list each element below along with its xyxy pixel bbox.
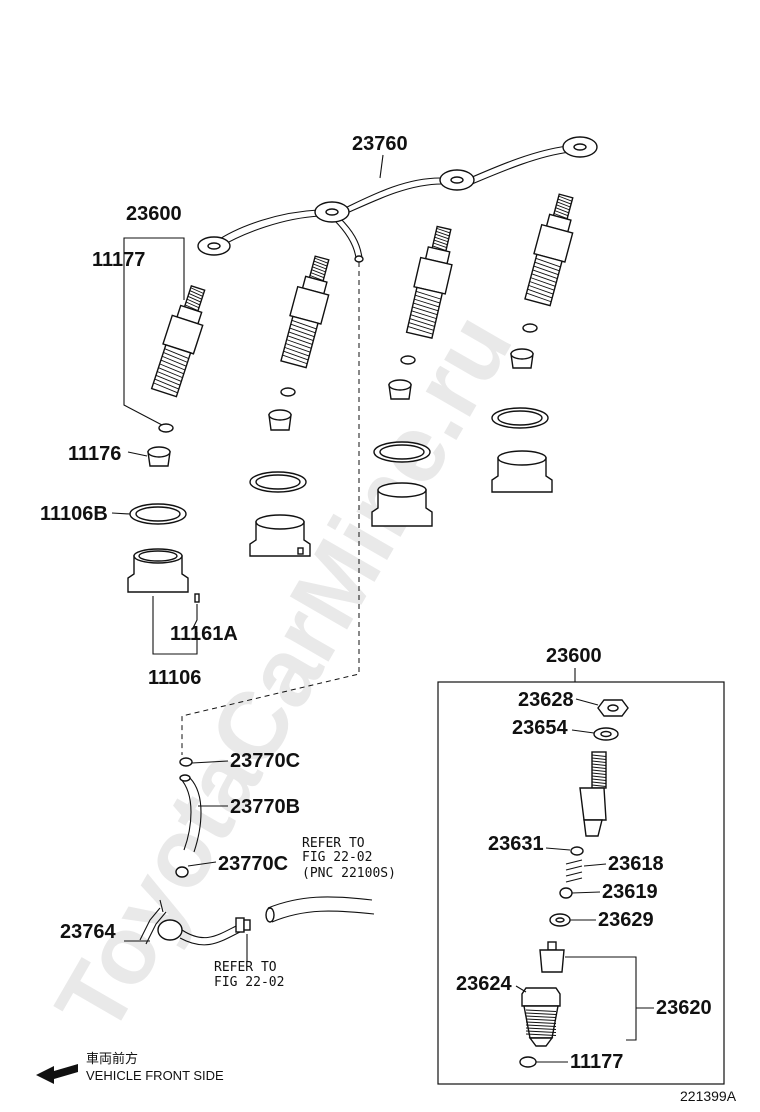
refer-note-2-line2[interactable]: FIG 22-02 [214,975,284,990]
washer-11177[interactable] [158,423,174,433]
seat-23619[interactable] [559,887,573,899]
hose-23770B[interactable] [179,774,202,853]
nozzle-23620[interactable] [539,941,565,973]
cylinder-3-parts[interactable] [371,355,433,527]
label-23760[interactable]: 23760 [352,133,408,155]
label-11176[interactable]: 11176 [68,443,121,465]
clip-23770C-a[interactable] [179,757,193,767]
nozzle-holder-4[interactable] [522,192,581,307]
sleeve-11106[interactable] [127,548,189,593]
label-11106[interactable]: 11106 [148,667,201,689]
label-11161A[interactable]: 11161A [170,623,238,645]
nozzle-holder-1[interactable] [149,283,213,398]
label-11177-top[interactable]: 11177 [92,249,145,271]
spring-23618[interactable] [565,859,583,883]
front-arrow-icon [36,1064,78,1084]
nut-23628[interactable] [597,699,629,717]
label-23620[interactable]: 23620 [656,997,712,1019]
ring-23631[interactable] [570,846,584,856]
label-23629[interactable]: 23629 [598,909,654,931]
nozzle-holder-3[interactable] [404,224,460,339]
label-23654[interactable]: 23654 [512,717,568,739]
label-23764[interactable]: 23764 [60,921,116,943]
clip-23770C-b[interactable] [175,866,189,878]
label-23628[interactable]: 23628 [518,689,574,711]
label-23619[interactable]: 23619 [602,881,658,903]
refer-note-1-line2[interactable]: FIG 22-02 [302,850,372,865]
nozzle-body-upper[interactable] [579,751,607,837]
label-23624[interactable]: 23624 [456,973,512,995]
label-23770C-b[interactable]: 23770C [218,853,288,875]
exploded-view-box [437,681,725,1085]
label-23770C-a[interactable]: 23770C [230,750,300,772]
seat-11176[interactable] [147,446,171,467]
nozzle-holder-2[interactable] [278,254,337,369]
label-23631[interactable]: 23631 [488,833,544,855]
gasket-11106B[interactable] [129,503,187,525]
refer-note-1-line1[interactable]: REFER TO [302,836,365,851]
label-11106B[interactable]: 11106B [40,503,108,525]
label-23600-top[interactable]: 23600 [126,203,182,225]
label-23618[interactable]: 23618 [608,853,664,875]
refer-note-2-line1[interactable]: REFER TO [214,960,277,975]
front-side-label-en: VEHICLE FRONT SIDE [86,1068,224,1083]
refer-note-1-line3[interactable]: (PNC 22100S) [302,866,396,881]
label-23770B[interactable]: 23770B [230,796,300,818]
hose-to-fig-22-02[interactable] [265,896,375,923]
cylinder-2-parts[interactable] [249,387,311,557]
washer-23654[interactable] [593,727,619,741]
nozzle-holder-assemblies[interactable] [149,192,582,398]
label-11177-box[interactable]: 11177 [570,1051,623,1073]
front-side-label-jp: 車両前方 [86,1051,138,1066]
pin-23629[interactable] [549,913,571,927]
cylinder-4-parts[interactable] [491,323,553,493]
label-23600-box[interactable]: 23600 [546,645,602,667]
pin-11161A[interactable] [194,593,200,603]
diagram-code: 221399A [680,1088,737,1104]
washer-11177-box[interactable] [519,1056,537,1068]
injection-pipe-23760[interactable] [197,136,598,263]
pipe-23764[interactable] [139,899,251,946]
